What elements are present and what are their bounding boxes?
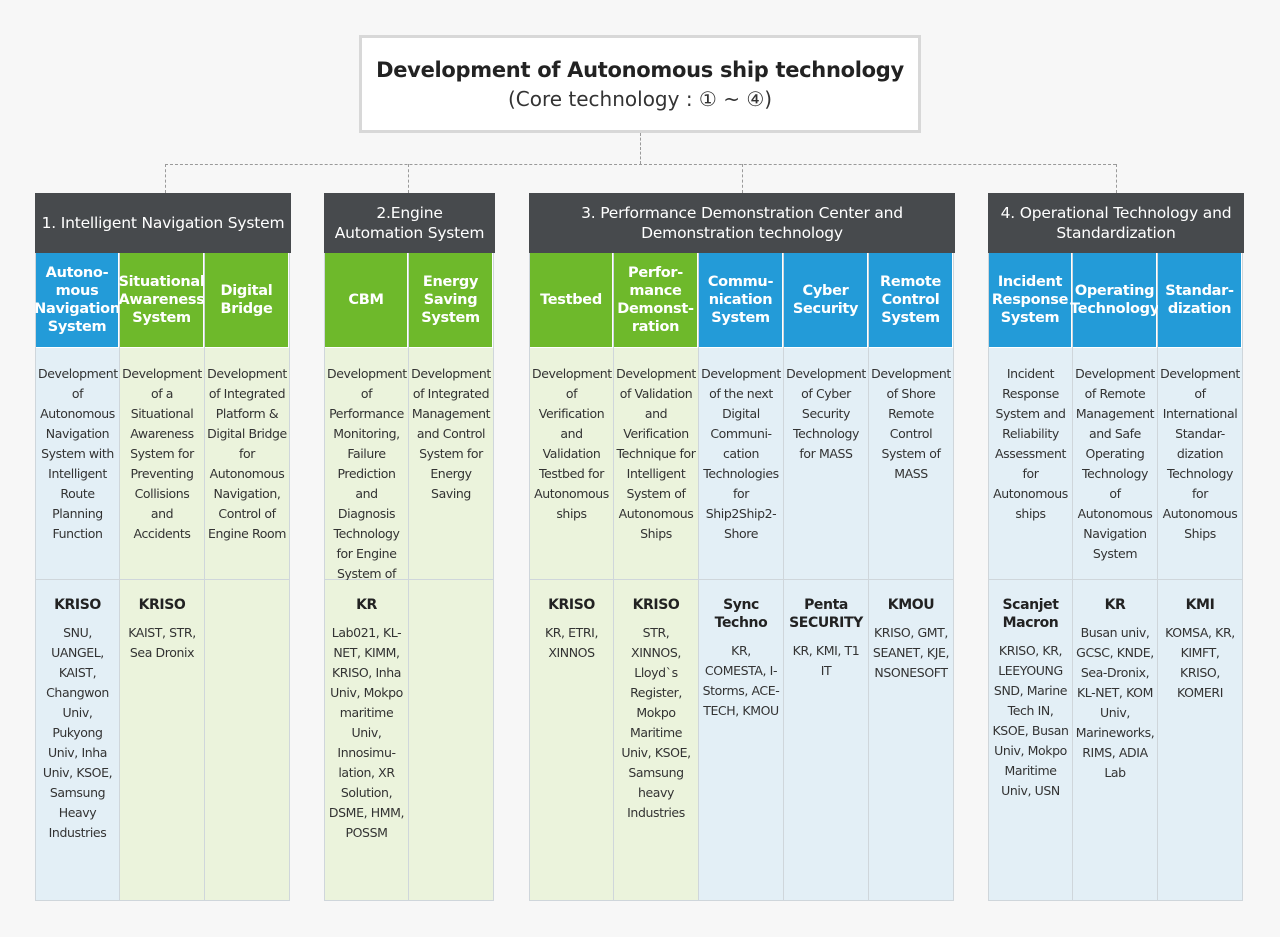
lead-institution: KMI xyxy=(1185,597,1215,613)
lead-institution: KRISO xyxy=(54,597,101,613)
tech-description: Development of International Standar-diz… xyxy=(1158,348,1242,580)
group-3: 3. Performance Demonstration Center and … xyxy=(529,193,955,901)
connector-group-4 xyxy=(1116,164,1117,193)
tech-description: Development of Integrated Management and… xyxy=(409,348,493,580)
tech-description: Development of Validation and Verificati… xyxy=(614,348,698,580)
tech-description: Development of Integrated Platform & Dig… xyxy=(205,348,289,580)
participating-institutions: Lab021, KL-NET, KIMM, KRISO, Inha Univ, … xyxy=(328,625,405,840)
tech-name: Autono-mous Navigation System xyxy=(34,253,120,348)
tech-name: Situational Awareness System xyxy=(118,253,205,348)
group-title: 1. Intelligent Navigation System xyxy=(35,193,291,253)
tech-description: Development of Shore Remote Control Syst… xyxy=(869,348,953,580)
lead-institution: Scanjet Macron xyxy=(1002,597,1059,631)
root-subtitle: (Core technology : ① ~ ④) xyxy=(507,86,773,111)
tech-name: Digital Bridge xyxy=(205,253,289,348)
tech-description: Development of Verification and Validati… xyxy=(530,348,613,580)
participating-institutions: KR, ETRI, XINNOS xyxy=(544,625,599,660)
participating-institutions: STR, XINNOS, Lloyd`s Register, Mokpo Mar… xyxy=(621,625,691,820)
lead-institution: Sync Techno xyxy=(714,597,768,631)
root-title: Development of Autonomous ship technolog… xyxy=(376,57,904,82)
tech-institutions-cell xyxy=(205,580,289,900)
group-title: 4. Operational Technology and Standardiz… xyxy=(988,193,1244,253)
tech-name: Commu-nication System xyxy=(699,253,783,348)
participating-institutions: SNU, UANGEL, KAIST, Changwon Univ, Pukyo… xyxy=(42,625,113,840)
group-title: 2.Engine Automation System xyxy=(324,193,495,253)
tech-institutions-cell xyxy=(409,580,493,900)
connector-root xyxy=(640,133,641,164)
group-title: 3. Performance Demonstration Center and … xyxy=(529,193,955,253)
lead-institution: KMOU xyxy=(887,597,935,613)
tech-institutions-cell: KRISO SNU, UANGEL, KAIST, Changwon Univ, … xyxy=(36,580,119,900)
tech-name: Testbed xyxy=(530,253,613,348)
connector-group-1 xyxy=(165,164,166,193)
tech-institutions-cell: KMOU KRISO, GMT, SEANET, KJE, NSONESOFT xyxy=(869,580,953,900)
tech-name: Operating Technology xyxy=(1070,253,1159,348)
connector-bus xyxy=(165,164,1116,165)
tech-description: Development of a Situational Awareness S… xyxy=(120,348,204,580)
tech-name: Energy Saving System xyxy=(409,253,493,348)
lead-institution: KRISO xyxy=(138,597,186,613)
root-node: Development of Autonomous ship technolog… xyxy=(359,35,921,133)
connector-group-3 xyxy=(742,164,743,193)
tech-name: Perfor-mance Demonst-ration xyxy=(614,253,698,348)
lead-institution: Penta SECURITY xyxy=(789,597,863,631)
lead-institution: KRISO xyxy=(632,597,680,613)
participating-institutions: KRISO, KR, LEEYOUNG SND, Marine Tech IN,… xyxy=(992,643,1069,798)
tech-description: Development of the next Digital Communi-… xyxy=(699,348,783,580)
participating-institutions: KR, KMI, T1 IT xyxy=(792,643,860,678)
tech-description: Development of Performance Monitoring, F… xyxy=(325,348,408,621)
tech-description: Development of Autonomous Navigation Sys… xyxy=(36,348,119,580)
lead-institution: KR xyxy=(1104,597,1126,613)
tech-institutions-cell: KR Busan univ, GCSC, KNDE, Sea-Dronix, KL… xyxy=(1073,580,1157,900)
tech-description: Incident Response System and Reliability… xyxy=(989,348,1072,580)
tech-name: Incident Response System xyxy=(989,253,1072,348)
tech-description: Development of Remote Management and Saf… xyxy=(1073,348,1157,580)
tech-institutions-cell: KMI KOMSA, KR, KIMFT, KRISO, KOMERI xyxy=(1158,580,1242,900)
tech-name: Standar-dization xyxy=(1158,253,1242,348)
lead-institution: KRISO xyxy=(548,597,595,613)
lead-institution: KR xyxy=(356,597,377,613)
participating-institutions: KR, COMESTA, I-Storms, ACE-TECH, KMOU xyxy=(702,643,780,718)
participating-institutions: KAIST, STR, Sea Dronix xyxy=(128,625,196,660)
connector-group-2 xyxy=(408,164,409,193)
participating-institutions: KRISO, GMT, SEANET, KJE, NSONESOFT xyxy=(872,625,950,680)
tech-institutions-cell: KRISO KAIST, STR, Sea Dronix xyxy=(120,580,204,900)
group-4: 4. Operational Technology and Standardiz… xyxy=(988,193,1244,901)
tech-description: Development of Cyber Security Technology… xyxy=(784,348,868,580)
participating-institutions: Busan univ, GCSC, KNDE, Sea-Dronix, KL-N… xyxy=(1075,625,1155,780)
tech-institutions-cell: KRISO KR, ETRI, XINNOS xyxy=(530,580,613,900)
tech-institutions-cell: KRISO STR, XINNOS, Lloyd`s Register, Mokp… xyxy=(614,580,698,900)
tech-institutions-cell: KR Lab021, KL-NET, KIMM, KRISO, Inha Univ… xyxy=(325,580,408,900)
tech-name: Remote Control System xyxy=(869,253,953,348)
tech-name: CBM xyxy=(325,253,408,348)
participating-institutions: KOMSA, KR, KIMFT, KRISO, KOMERI xyxy=(1165,625,1235,700)
tech-name: Cyber Security xyxy=(784,253,868,348)
tech-institutions-cell: Penta SECURITY KR, KMI, T1 IT xyxy=(784,580,868,900)
